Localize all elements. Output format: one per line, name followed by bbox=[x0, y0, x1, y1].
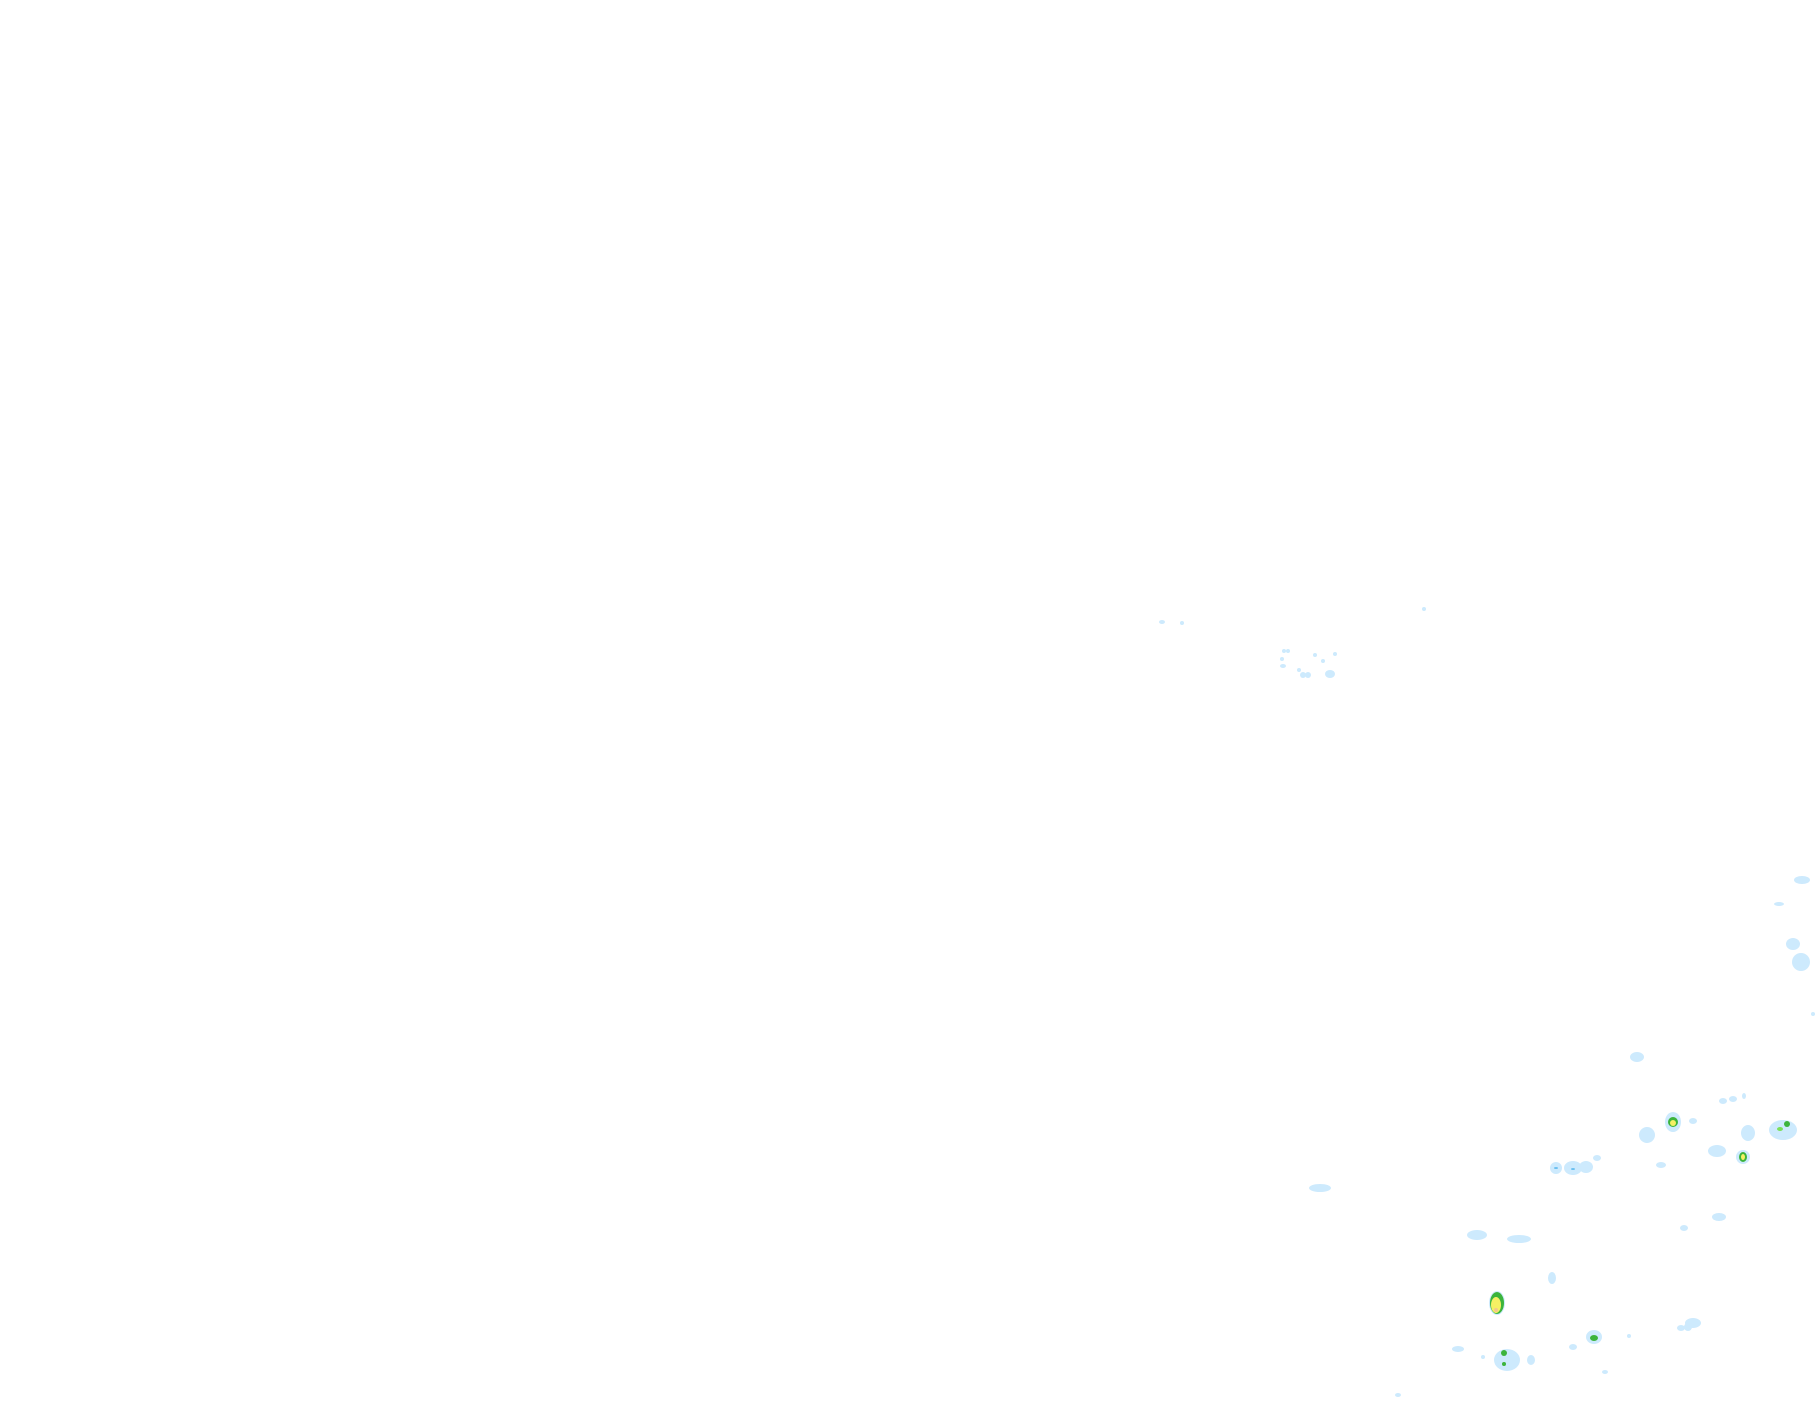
precipitation-echo-light bbox=[1729, 1096, 1737, 1102]
precipitation-echo-moderate bbox=[1784, 1121, 1790, 1127]
precipitation-echo-light bbox=[1680, 1225, 1688, 1231]
precipitation-echo-light bbox=[1684, 1323, 1692, 1331]
precipitation-echo-light bbox=[1593, 1155, 1601, 1161]
precipitation-echo-light bbox=[1719, 1098, 1727, 1104]
precipitation-echo-light bbox=[1305, 672, 1311, 678]
precipitation-echo-light bbox=[1159, 620, 1165, 624]
precipitation-echo-light bbox=[1811, 1012, 1815, 1016]
precipitation-echo-heavy bbox=[1670, 1120, 1676, 1126]
precipitation-echo-moderate-light bbox=[1777, 1127, 1783, 1131]
precipitation-echo-light bbox=[1708, 1145, 1726, 1157]
precipitation-echo-light bbox=[1774, 902, 1784, 906]
precipitation-echo-light bbox=[1395, 1393, 1401, 1397]
precipitation-echo-light bbox=[1630, 1052, 1644, 1062]
precipitation-echo-light bbox=[1627, 1334, 1631, 1338]
precipitation-echo-light bbox=[1712, 1213, 1726, 1221]
precipitation-echo-light bbox=[1481, 1355, 1485, 1359]
precipitation-echo-light bbox=[1325, 670, 1335, 678]
precipitation-echo-light bbox=[1527, 1355, 1535, 1365]
precipitation-echo-light bbox=[1786, 938, 1800, 950]
precipitation-echo-moderate bbox=[1501, 1350, 1507, 1356]
precipitation-echo-heavy bbox=[1741, 1154, 1745, 1160]
precipitation-echo-light bbox=[1452, 1346, 1464, 1352]
precipitation-echo-light bbox=[1548, 1272, 1556, 1284]
precipitation-echo-heavy bbox=[1491, 1297, 1501, 1313]
precipitation-echo-light bbox=[1300, 672, 1306, 678]
precipitation-echo-light bbox=[1794, 876, 1810, 884]
precipitation-echo-light bbox=[1282, 649, 1286, 653]
precipitation-echo-light bbox=[1494, 1349, 1520, 1371]
precipitation-echo-light bbox=[1422, 607, 1426, 611]
precipitation-echo-light bbox=[1286, 649, 1290, 653]
precipitation-echo-light bbox=[1297, 668, 1301, 672]
precipitation-echo-moderate bbox=[1502, 1362, 1506, 1366]
precipitation-echo-light bbox=[1333, 652, 1337, 656]
precipitation-echo-light bbox=[1313, 653, 1317, 657]
precipitation-echo-edge bbox=[1571, 1168, 1575, 1170]
precipitation-echo-light bbox=[1321, 659, 1325, 663]
precipitation-echo-light bbox=[1742, 1093, 1746, 1099]
precipitation-echo-light bbox=[1579, 1161, 1593, 1173]
precipitation-echo-light bbox=[1507, 1235, 1531, 1243]
precipitation-echo-moderate bbox=[1590, 1335, 1598, 1341]
precipitation-echo-light bbox=[1656, 1162, 1666, 1168]
precipitation-echo-light bbox=[1639, 1127, 1655, 1143]
precipitation-echo-light bbox=[1180, 621, 1184, 625]
precipitation-echo-light bbox=[1741, 1125, 1755, 1141]
precipitation-echo-light bbox=[1689, 1118, 1697, 1124]
precipitation-echo-light bbox=[1309, 1184, 1331, 1192]
precipitation-echo-light bbox=[1792, 953, 1810, 971]
precipitation-echo-light bbox=[1467, 1230, 1487, 1240]
precipitation-echo-edge bbox=[1554, 1167, 1558, 1169]
precipitation-echo-light bbox=[1280, 664, 1286, 668]
precipitation-echo-light bbox=[1280, 657, 1284, 661]
precipitation-echo-light bbox=[1769, 1120, 1797, 1140]
precipitation-echo-heavy-core bbox=[1494, 1308, 1498, 1312]
precipitation-echo-light bbox=[1602, 1370, 1608, 1374]
precipitation-echo-light bbox=[1677, 1325, 1685, 1331]
precipitation-echo-light bbox=[1569, 1344, 1577, 1350]
